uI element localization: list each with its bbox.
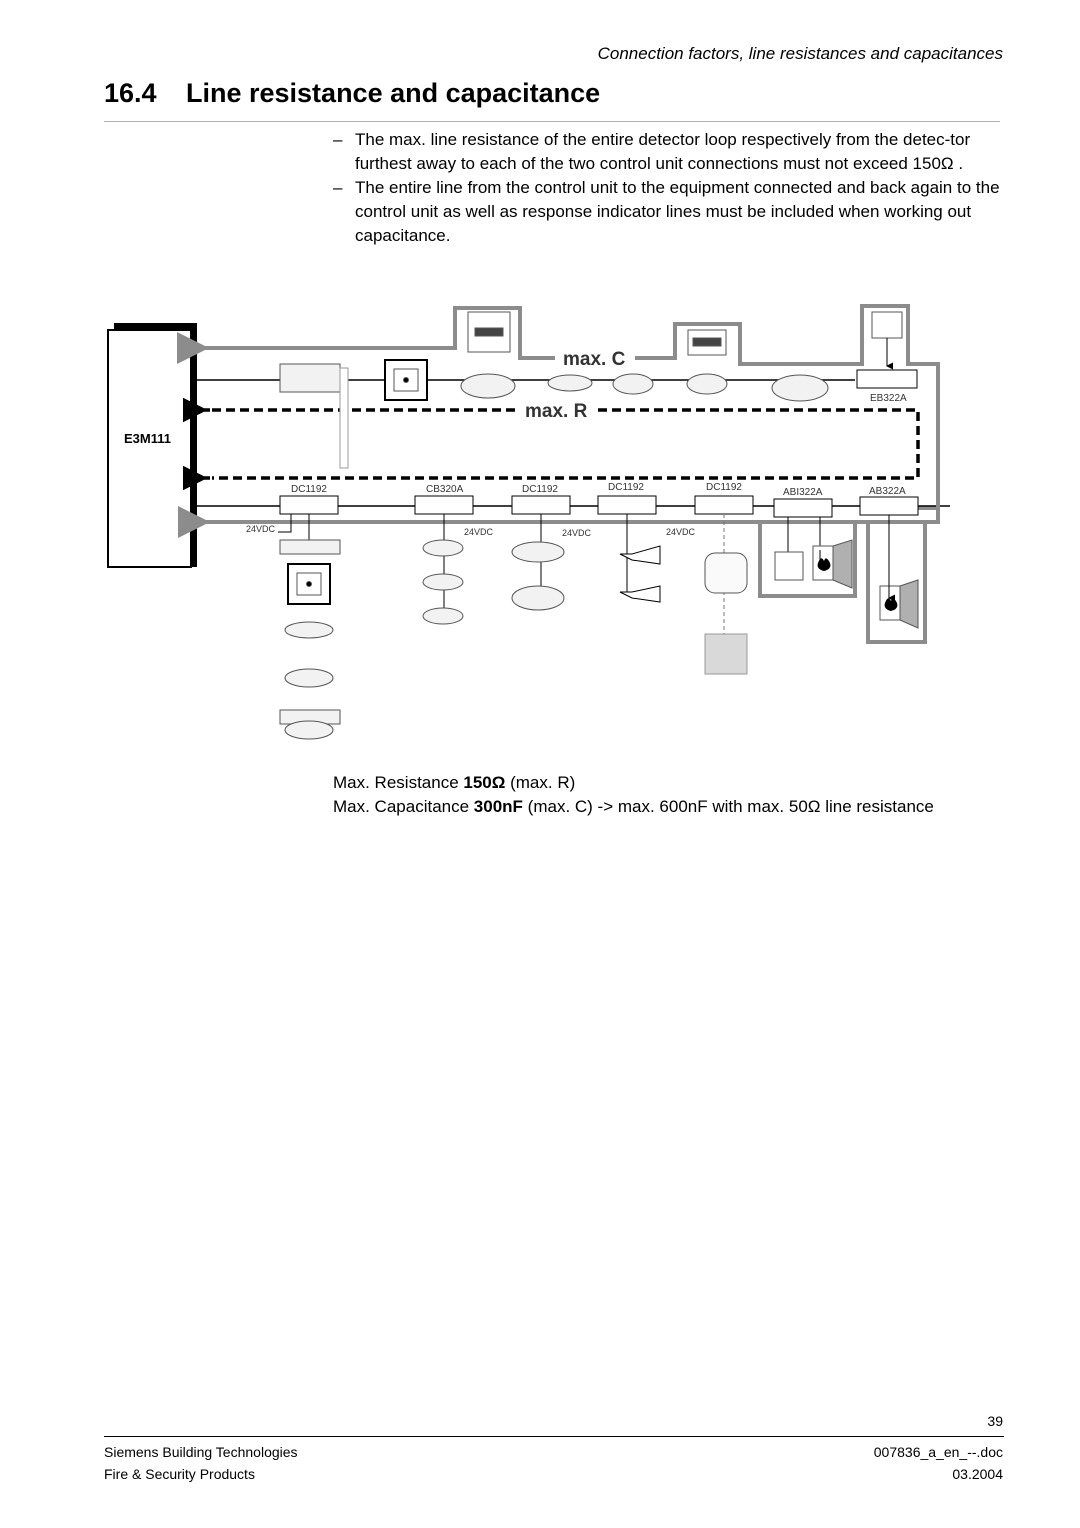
bullet-item: –The entire line from the control unit t…	[333, 176, 1003, 248]
capacitance-caption: Max. Capacitance 300nF (max. C) -> max. …	[333, 795, 934, 819]
caption-text: (max. R)	[505, 773, 576, 792]
bullet-text: The entire line from the control unit to…	[355, 178, 1000, 245]
detector	[422, 607, 464, 625]
detector	[284, 720, 334, 740]
control-unit-e3m111: E3M111	[107, 323, 197, 568]
control-unit-label: E3M111	[124, 431, 171, 446]
footer-division: Fire & Security Products	[104, 1466, 255, 1482]
return-loop	[178, 370, 940, 644]
equipment-box	[704, 633, 748, 675]
module-label: DC1192	[291, 484, 327, 495]
caption-value: 300nF	[473, 797, 523, 816]
bullet-item: –The max. line resistance of the entire …	[333, 128, 1003, 176]
caption-text: Max. Capacitance	[333, 797, 474, 816]
switch-panel	[871, 311, 903, 339]
module-label: DC1192	[522, 484, 558, 495]
module-cb320a	[414, 495, 474, 515]
caption-value: 150Ω	[463, 773, 506, 792]
supply-label: 24VDC	[246, 524, 276, 534]
detector	[612, 373, 654, 395]
switch-contact	[774, 551, 804, 581]
detector-base	[279, 363, 341, 393]
module-label: CB320A	[426, 484, 464, 495]
detector	[284, 668, 334, 688]
footer-doc-id: 007836_a_en_--.doc	[873, 1444, 1003, 1460]
module-dc1192	[279, 495, 339, 515]
section-title: Line resistance and capacitance	[186, 78, 601, 108]
lower-devices	[279, 539, 919, 740]
module-dc1192	[597, 495, 657, 515]
module-abi322a	[773, 498, 833, 518]
footer-rule	[104, 1436, 1004, 1437]
module-label: DC1192	[608, 482, 644, 493]
detector	[422, 539, 464, 557]
heading-rule	[104, 121, 1000, 122]
footer-left: Siemens Building Technologies Fire & Sec…	[104, 1441, 298, 1485]
module-ab322a	[859, 496, 919, 516]
section-heading: 16.4 Line resistance and capacitance	[104, 78, 600, 109]
detector	[771, 374, 829, 402]
detector	[511, 541, 565, 563]
bullet-list: –The max. line resistance of the entire …	[333, 128, 1003, 248]
supply-label: 24VDC	[464, 527, 494, 537]
eb322a-label: EB322A	[870, 393, 907, 404]
module-dc1192	[694, 495, 754, 515]
bullet-marker: –	[333, 178, 343, 197]
running-header: Connection factors, line resistances and…	[597, 44, 1003, 63]
detector	[511, 585, 565, 611]
detector	[422, 573, 464, 591]
horn-sounders	[619, 545, 661, 603]
bullet-marker: –	[333, 130, 343, 149]
max-r-loop	[212, 408, 920, 480]
module-dc1192	[511, 495, 571, 515]
detector	[547, 374, 593, 392]
module-boxes	[279, 495, 919, 518]
module-label: DC1192	[706, 482, 742, 493]
sounder-beacon	[704, 552, 748, 594]
detector	[686, 373, 728, 395]
caption-text: (max. C) -> max. 600nF with max. 50Ω lin…	[522, 797, 934, 816]
loop-wiring-diagram: E3M111 max. C max. R	[107, 304, 950, 740]
section-number: 16.4	[104, 78, 157, 108]
upper-devices	[279, 311, 918, 469]
resistance-caption: Max. Resistance 150Ω (max. R)	[333, 771, 575, 795]
max-c-label: max. C	[563, 349, 626, 370]
supply-label: 24VDC	[666, 527, 696, 537]
module-eb322a	[856, 369, 918, 389]
footer-company: Siemens Building Technologies	[104, 1444, 298, 1460]
max-r-label: max. R	[525, 401, 588, 422]
footer-right: 007836_a_en_--.doc 03.2004	[874, 1441, 1003, 1485]
detector	[460, 373, 516, 399]
caption-text: Max. Resistance	[333, 773, 464, 792]
module-label: ABI322A	[783, 487, 823, 498]
footer-date: 03.2004	[952, 1466, 1003, 1482]
bullet-text: The max. line resistance of the entire d…	[355, 130, 971, 173]
detector	[284, 621, 334, 639]
supply-label: 24VDC	[562, 528, 592, 538]
page-number: 39	[987, 1413, 1003, 1429]
detector-base	[279, 539, 341, 555]
module-label: AB322A	[869, 486, 906, 497]
